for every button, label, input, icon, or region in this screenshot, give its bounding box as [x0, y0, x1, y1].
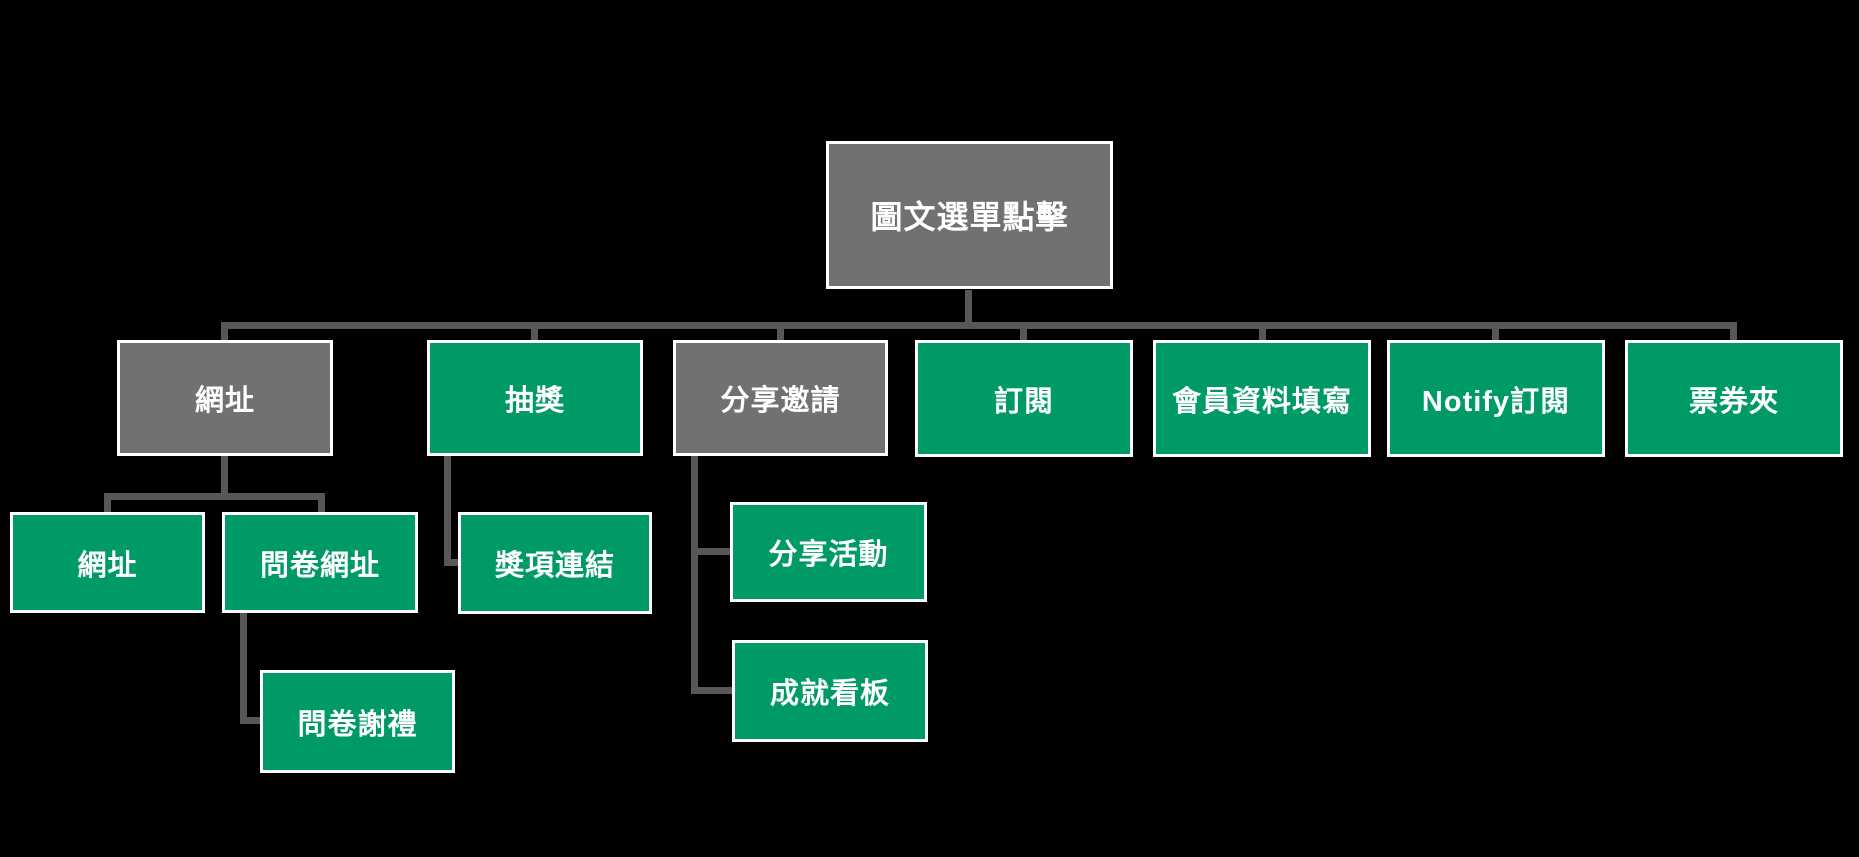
- node-survey-gift[interactable]: 問卷謝禮: [260, 670, 455, 773]
- connector-line: [104, 500, 111, 512]
- node-label: 網址: [77, 549, 138, 582]
- node-label: 會員資料填寫: [1171, 385, 1352, 418]
- node-label: 問卷網址: [259, 549, 380, 582]
- connector-line: [221, 322, 1737, 329]
- node-notify-subscribe[interactable]: Notify訂閱: [1387, 340, 1605, 457]
- node-lottery[interactable]: 抽獎: [427, 340, 643, 456]
- node-label: 圖文選單點擊: [870, 199, 1069, 235]
- node-share-activity[interactable]: 分享活動: [730, 502, 927, 602]
- connector-line: [221, 456, 228, 496]
- node-label: 分享活動: [768, 539, 889, 571]
- node-subscribe[interactable]: 訂閱: [915, 340, 1133, 457]
- connector-line: [965, 290, 972, 326]
- node-label: Notify訂閱: [1421, 385, 1571, 418]
- connector-line: [444, 559, 458, 566]
- connector-line: [240, 613, 247, 724]
- connector-line: [1259, 329, 1266, 340]
- node-label: 問卷謝禮: [297, 708, 418, 741]
- connector-line: [221, 329, 228, 340]
- connector-line: [691, 456, 698, 694]
- node-url-link[interactable]: 網址: [10, 512, 205, 613]
- node-label: 獎項連結: [494, 550, 615, 582]
- connector-line: [691, 687, 732, 694]
- node-prize-link[interactable]: 獎項連結: [458, 512, 652, 614]
- node-member-info-form[interactable]: 會員資料填寫: [1153, 340, 1371, 457]
- node-label: 網址: [194, 385, 255, 417]
- node-ticket-folder[interactable]: 票券夾: [1625, 340, 1843, 457]
- connector-line: [691, 548, 730, 555]
- connector-line: [240, 717, 260, 724]
- connector-line: [104, 493, 325, 500]
- node-achievement-board[interactable]: 成就看板: [732, 640, 928, 742]
- node-share-invite[interactable]: 分享邀請: [673, 340, 888, 456]
- connector-line: [777, 329, 784, 340]
- node-label: 票券夾: [1688, 385, 1779, 418]
- node-label: 成就看板: [769, 678, 890, 710]
- connector-line: [1020, 329, 1027, 340]
- node-menu-click[interactable]: 圖文選單點擊: [826, 141, 1113, 289]
- node-label: 訂閱: [993, 385, 1054, 418]
- connector-line: [1730, 329, 1737, 340]
- node-label: 分享邀請: [720, 385, 841, 417]
- connector-line: [531, 329, 538, 340]
- node-url[interactable]: 網址: [117, 340, 333, 456]
- node-label: 抽獎: [504, 385, 565, 417]
- connector-line: [318, 500, 325, 512]
- node-survey-url[interactable]: 問卷網址: [222, 512, 418, 613]
- connector-line: [1492, 329, 1499, 340]
- connector-line: [444, 456, 451, 566]
